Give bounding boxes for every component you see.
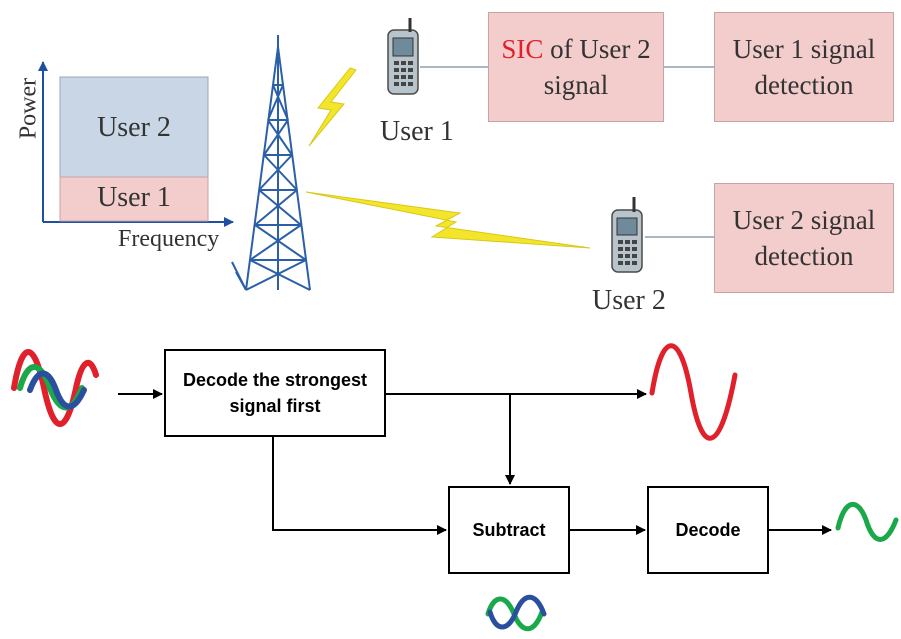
user1-detection-line1: User 1 signal [732,34,876,64]
sine-wave-icon [835,501,899,542]
user1-label: User 1 [380,116,454,147]
sine-wave-icon [11,349,99,427]
sic-label: SIC [501,34,544,64]
user2-power-block [59,76,209,178]
sic-line2: signal [543,70,609,100]
user1-power-block [59,176,209,222]
tower-icon [231,35,311,291]
decode-strongest-line1: Decode the strongest [182,370,368,390]
decode-strongest-box: Decode the strongest signal first [164,349,386,437]
subtract-box: Subtract [448,486,570,574]
user1-detection-line2: detection [754,70,854,100]
user2-detection-box: User 2 signal detection [714,183,894,293]
sine-wave-icon [649,343,738,441]
phone-icon [387,18,419,95]
user2-detection-line2: detection [754,241,854,271]
user2-block-label: User 2 [97,112,171,143]
lightning-icon [305,191,591,249]
subtract-label: Subtract [472,520,546,540]
power-axis-label: Power [15,77,42,140]
user1-block-label: User 1 [97,182,171,213]
sic-rest-label: of User 2 [543,34,651,64]
decode-label: Decode [675,520,741,540]
decode-strongest-line2: signal first [229,396,321,416]
spectrum-axes [38,61,234,227]
lightning-icon [308,67,357,147]
user1-detection-box: User 1 signal detection [714,12,894,122]
user2-label: User 2 [592,285,666,316]
flow-arrow-to-subtract-left [272,436,447,535]
phone-icon [611,197,643,273]
user2-detection-line1: User 2 signal [732,205,876,235]
frequency-axis-label: Frequency [118,226,220,252]
decode-box: Decode [647,486,769,574]
sic-user2-box: SIC of User 2 signal [488,12,664,122]
sine-wave-icon [485,594,547,632]
